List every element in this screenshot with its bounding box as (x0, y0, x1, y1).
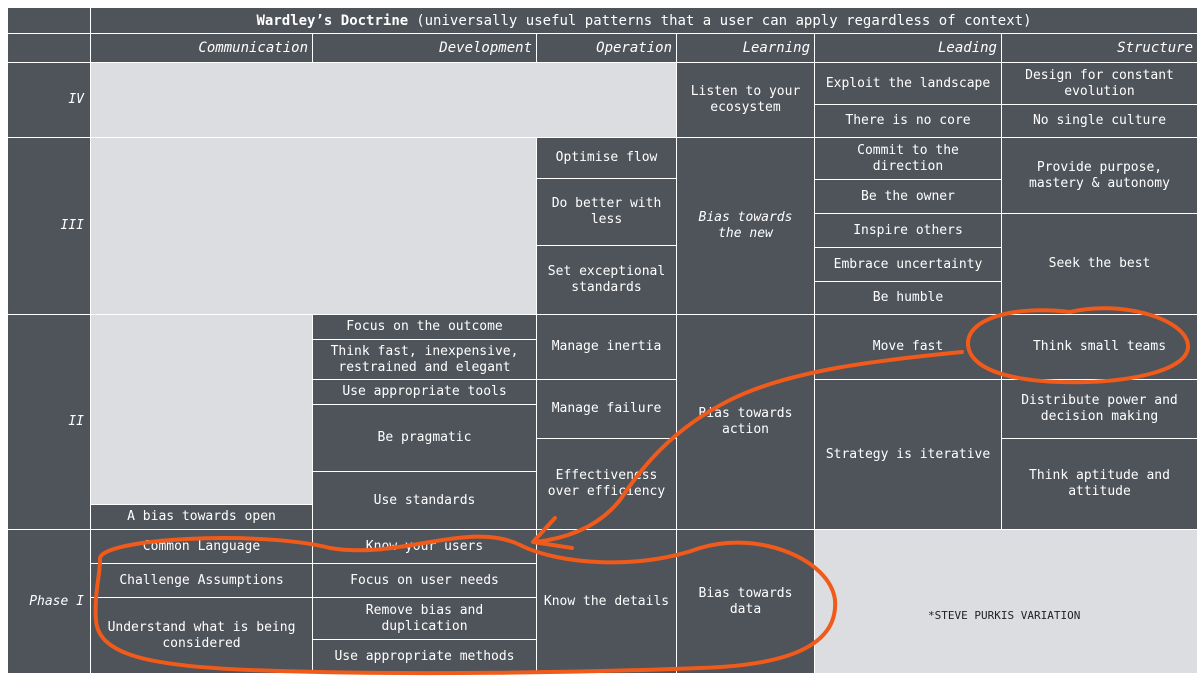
phase-iii-label: III (8, 138, 90, 314)
cell-appropriate-tools: Use appropriate tools (313, 380, 536, 404)
cell-design-evolution: Design for constant evolution (1002, 63, 1197, 104)
corner-blank (8, 8, 90, 33)
cell-think-fast: Think fast, inexpensive, restrained and … (313, 340, 536, 379)
corner-blank-2 (8, 34, 90, 62)
cell-focus-outcome: Focus on the outcome (313, 315, 536, 339)
cell-be-humble: Be humble (815, 282, 1001, 314)
cell-provide-purpose: Provide purpose, mastery & autonomy (1002, 138, 1197, 213)
empty-area-iii (91, 138, 536, 314)
doctrine-title: Wardley’s Doctrine (universally useful p… (91, 8, 1197, 33)
empty-area-ii (91, 315, 312, 504)
cell-distribute-power: Distribute power and decision making (1002, 380, 1197, 438)
cell-inspire-others: Inspire others (815, 214, 1001, 247)
title-bold: Wardley’s Doctrine (256, 12, 409, 29)
cell-move-fast: Move fast (815, 315, 1001, 379)
cell-pragmatic: Be pragmatic (313, 405, 536, 471)
cell-no-core: There is no core (815, 105, 1001, 137)
cell-understand: Understand what is being considered (91, 598, 312, 673)
phase-i-label: Phase I (8, 530, 90, 673)
cell-common-language: Common Language (91, 530, 312, 563)
note-area (815, 530, 1197, 673)
cell-embrace-uncertainty: Embrace uncertainty (815, 248, 1001, 281)
col-header-structure: Structure (1002, 34, 1197, 62)
col-header-leading: Leading (815, 34, 1001, 62)
phase-iv-label: IV (8, 63, 90, 137)
cell-know-users: Know your users (313, 530, 536, 563)
cell-bias-new: Bias towards the new (677, 138, 814, 314)
cell-commit-direction: Commit to the direction (815, 138, 1001, 179)
cell-set-standards: Set exceptional standards (537, 246, 676, 314)
col-header-operation: Operation (537, 34, 676, 62)
cell-optimise-flow: Optimise flow (537, 138, 676, 178)
cell-be-owner: Be the owner (815, 180, 1001, 213)
cell-bias-action: Bias towards action (677, 315, 814, 529)
cell-appropriate-methods: Use appropriate methods (313, 640, 536, 673)
cell-user-needs: Focus on user needs (313, 564, 536, 597)
cell-manage-failure: Manage failure (537, 380, 676, 438)
cell-seek-best: Seek the best (1002, 214, 1197, 314)
col-header-development: Development (313, 34, 536, 62)
phase-ii-label: II (8, 315, 90, 529)
cell-bias-data: Bias towards data (677, 530, 814, 673)
cell-challenge-assumptions: Challenge Assumptions (91, 564, 312, 597)
cell-bias-open: A bias towards open (91, 505, 312, 529)
cell-effectiveness: Effectiveness over efficiency (537, 439, 676, 529)
title-subtitle: (universally useful patterns that a user… (416, 12, 1032, 29)
cell-standards: Use standards (313, 472, 536, 529)
empty-area-iv (91, 63, 676, 137)
cell-exploit-landscape: Exploit the landscape (815, 63, 1001, 104)
cell-remove-bias: Remove bias and duplication (313, 598, 536, 639)
cell-do-better: Do better with less (537, 179, 676, 245)
cell-know-details: Know the details (537, 530, 676, 673)
cell-single-culture: No single culture (1002, 105, 1197, 137)
cell-aptitude-attitude: Think aptitude and attitude (1002, 439, 1197, 529)
cell-manage-inertia: Manage inertia (537, 315, 676, 379)
cell-strategy-iterative: Strategy is iterative (815, 380, 1001, 529)
cell-small-teams: Think small teams (1002, 315, 1197, 379)
steve-purkis-note: *STEVE PURKIS VARIATION (928, 609, 1081, 622)
col-header-learning: Learning (677, 34, 814, 62)
cell-listen-ecosystem: Listen to your ecosystem (677, 63, 814, 137)
col-header-communication: Communication (91, 34, 312, 62)
